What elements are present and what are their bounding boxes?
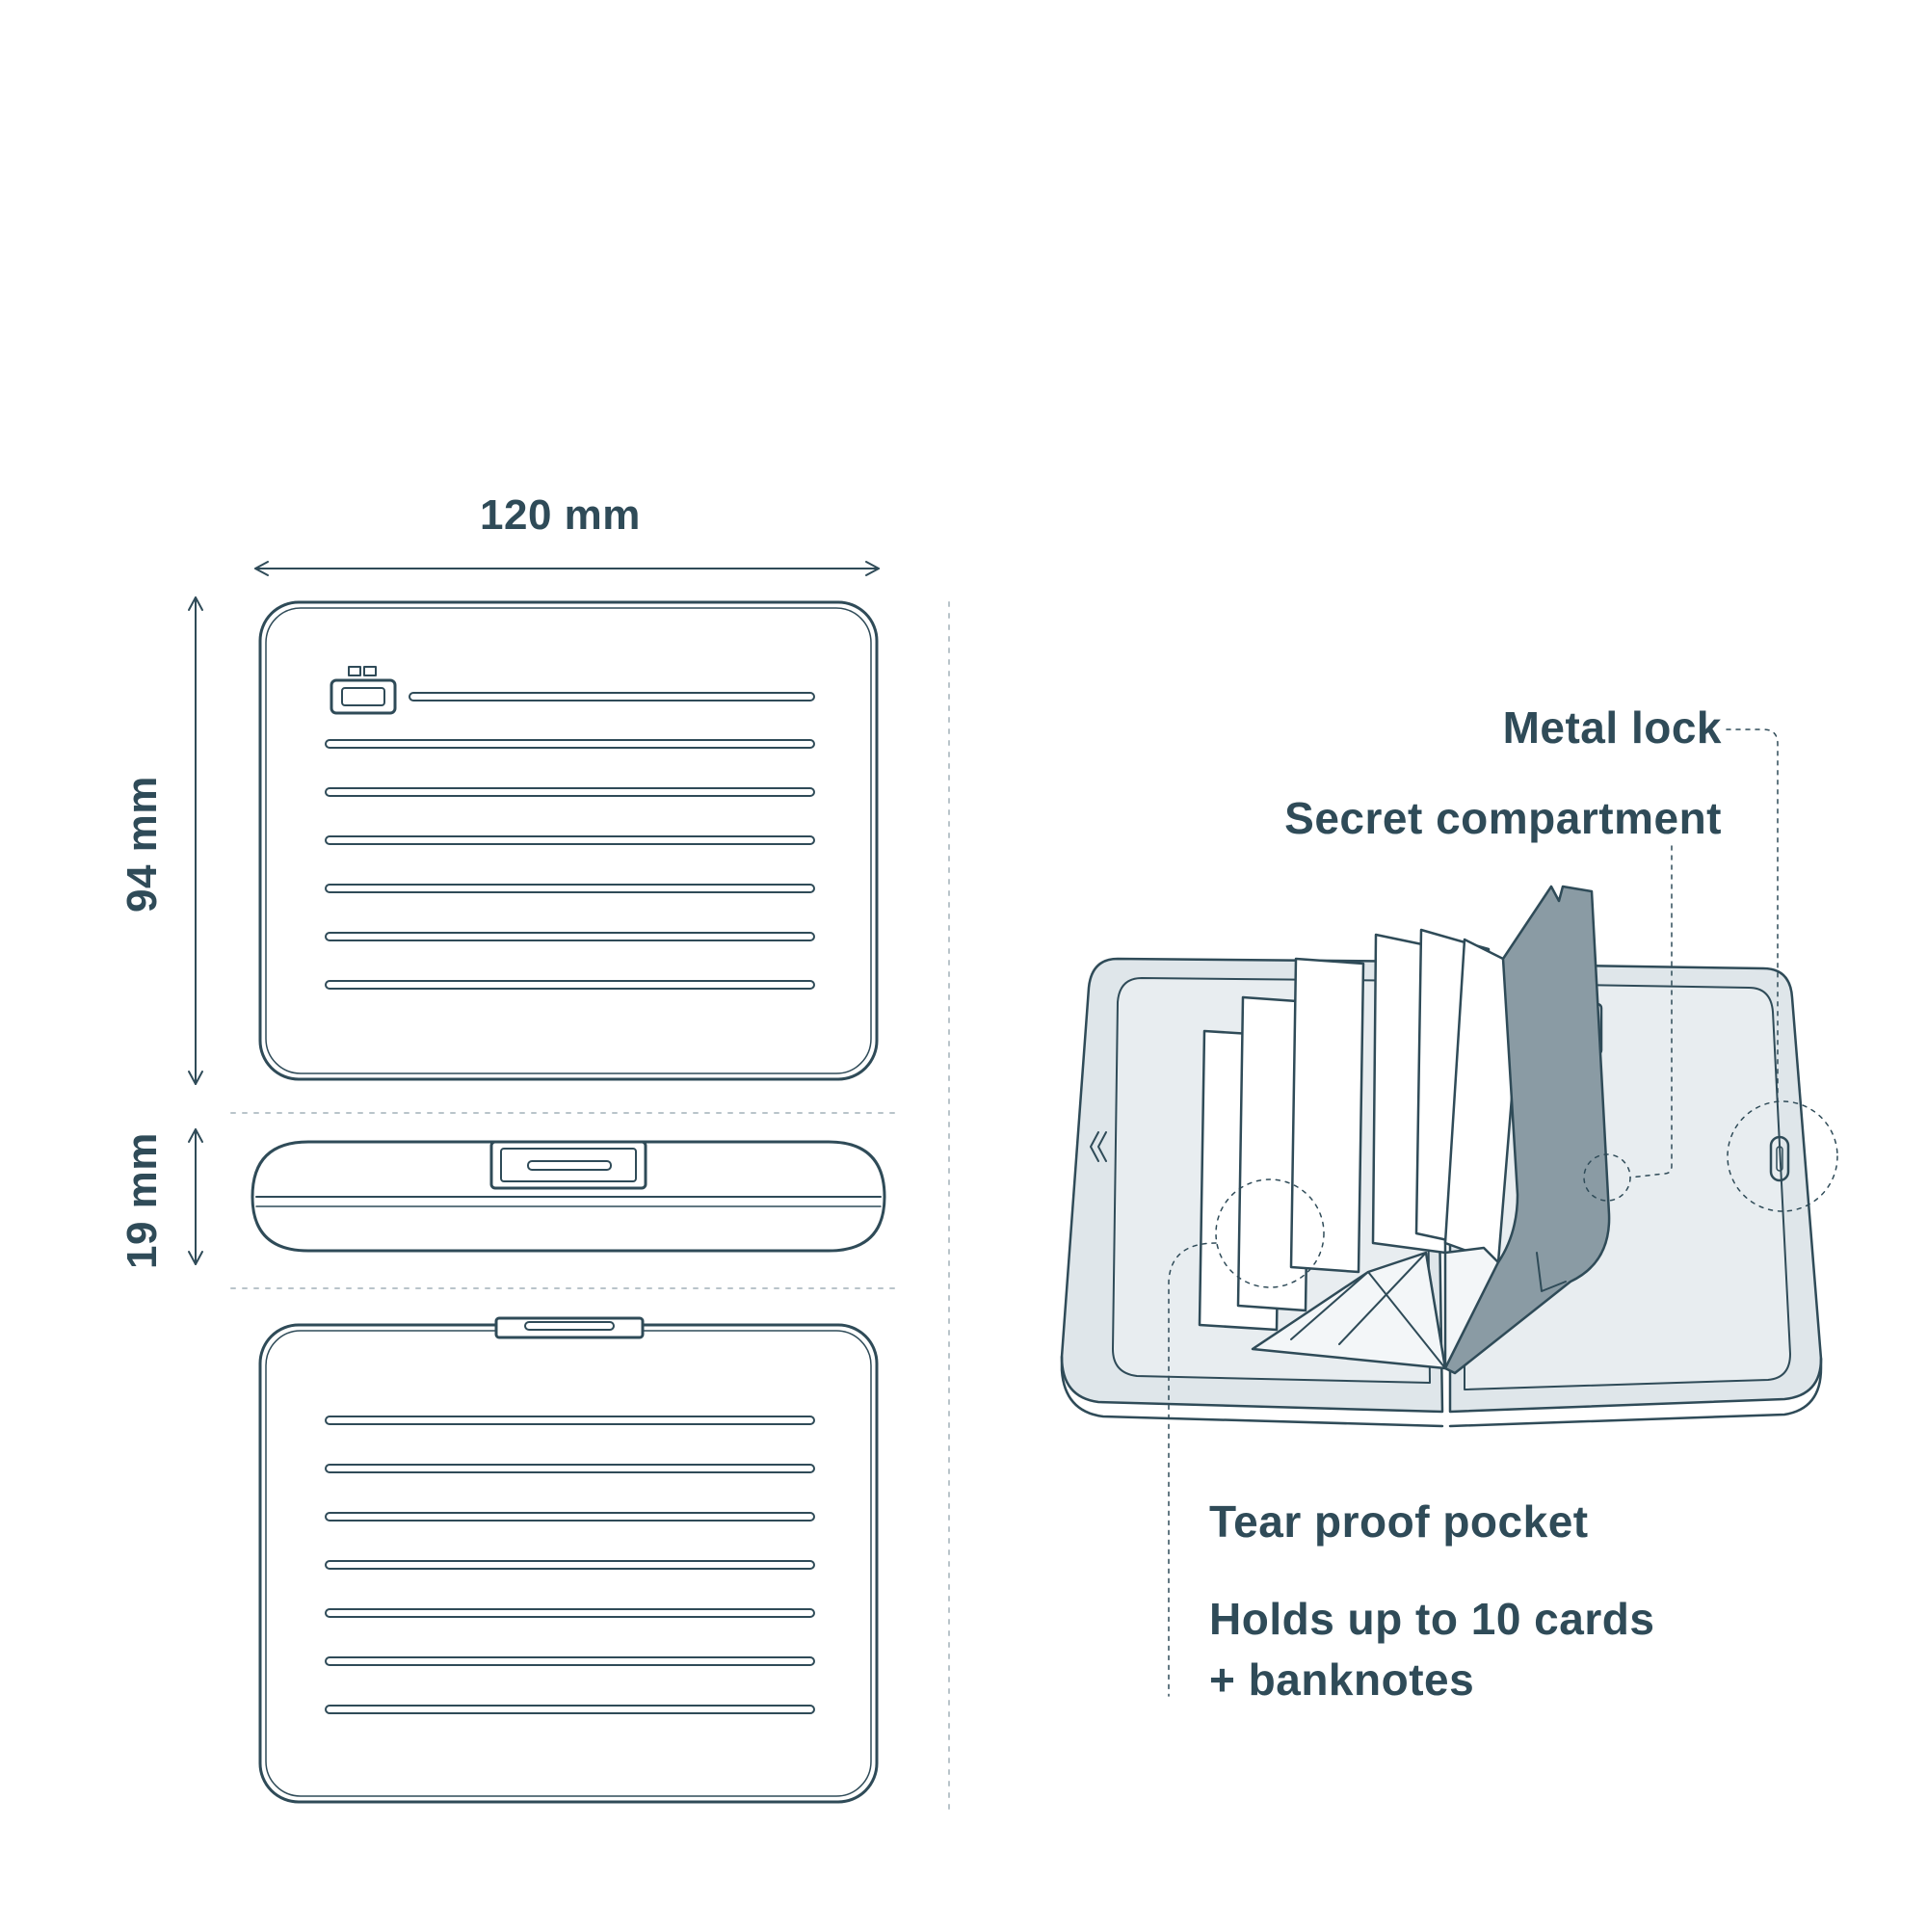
secret-compartment-label: Secret compartment — [1284, 793, 1722, 843]
wallet-side-view — [251, 1140, 886, 1253]
open-wallet-illustration — [1060, 728, 1838, 1697]
width-dimension-arrow — [254, 561, 880, 576]
height-dimension-arrow — [188, 596, 203, 1085]
back-ridges — [325, 1416, 815, 1714]
metal-lock-label: Metal lock — [1502, 702, 1722, 753]
right-shell-lock-slot — [1769, 1135, 1790, 1182]
depth-label: 19 mm — [119, 1132, 166, 1269]
width-label: 120 mm — [480, 491, 641, 539]
wallet-front-view — [258, 600, 879, 1081]
height-label: 94 mm — [119, 776, 166, 913]
wallet-back-view — [258, 1316, 879, 1804]
side-lock-clasp — [489, 1140, 647, 1190]
back-clasp — [494, 1316, 645, 1339]
guide-lines — [230, 601, 950, 1817]
capacity-label-line1: Holds up to 10 cards — [1209, 1594, 1655, 1644]
leader-lines — [1168, 728, 1779, 1697]
front-ridges — [325, 692, 815, 990]
capacity-label-line2: + banknotes — [1209, 1654, 1475, 1705]
callout-circles — [1215, 1100, 1838, 1288]
depth-dimension-arrow — [188, 1128, 203, 1265]
lock-icon — [330, 666, 397, 715]
secret-compartment-divider — [1443, 885, 1611, 1375]
tear-proof-pocket-label: Tear proof pocket — [1209, 1496, 1589, 1547]
